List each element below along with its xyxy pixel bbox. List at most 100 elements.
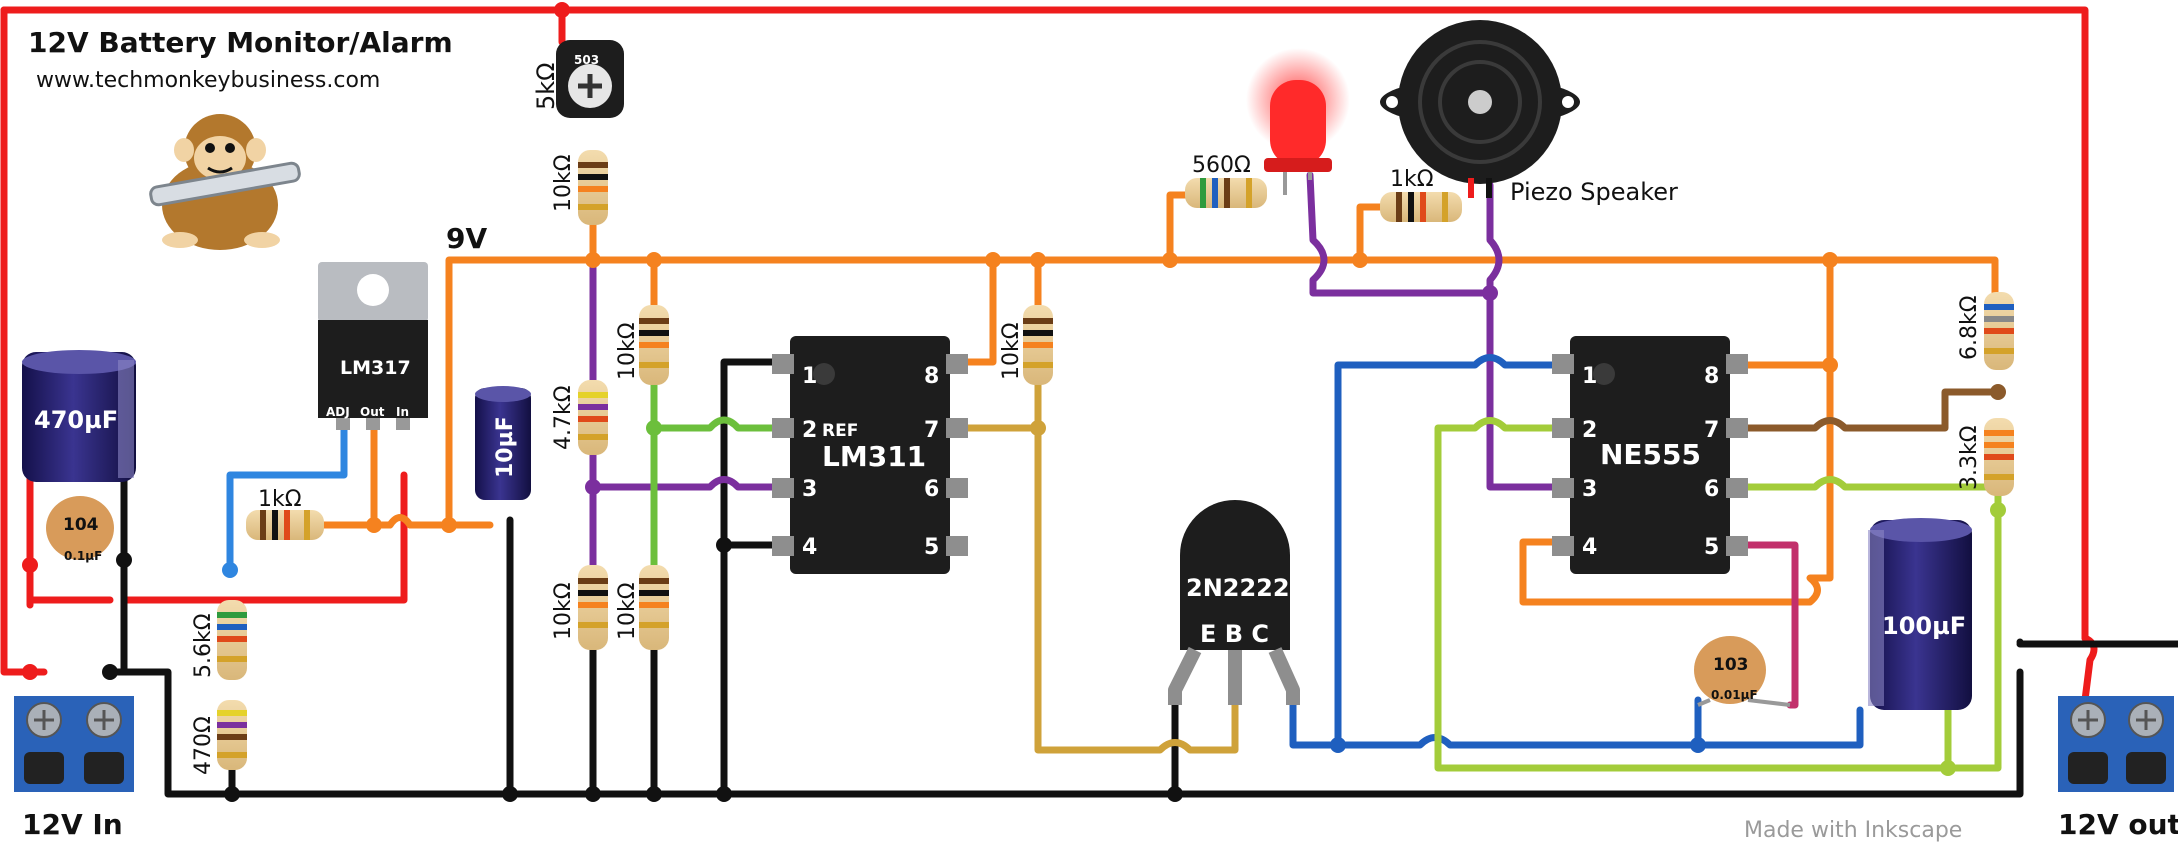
junction-dot xyxy=(646,420,662,436)
wire-ground-return xyxy=(2016,638,2178,648)
resistor-560: 560Ω xyxy=(1185,153,1267,208)
junction-dot xyxy=(1940,760,1956,776)
ne555-pin-1: 1 xyxy=(1582,364,1597,389)
junction-dot xyxy=(1330,737,1346,753)
wire-9v-piezo xyxy=(1356,203,1384,264)
junction-dot xyxy=(22,664,38,680)
resistor-470: 470Ω xyxy=(191,700,247,775)
lm311-pin-7: 7 xyxy=(924,418,939,443)
resistor-1k-reg-label: 1kΩ xyxy=(258,487,302,512)
wire-brown-pin7 xyxy=(1736,388,2002,432)
resistor-1k-piezo: 1kΩ xyxy=(1380,167,1462,222)
lm311-pin-3: 3 xyxy=(802,477,817,502)
wire-9v-led xyxy=(1166,191,1189,264)
wire-9v-reg-out xyxy=(370,421,494,529)
resistor-3-3k: 3.3kΩ xyxy=(1957,418,2014,496)
resistor-560-label: 560Ω xyxy=(1192,153,1251,178)
junction-dot xyxy=(1822,252,1838,268)
rail-label-9v: 9V xyxy=(446,222,487,255)
junction-dot xyxy=(22,557,38,573)
junction-dot xyxy=(1822,357,1838,373)
resistor-3-3k-label: 3.3kΩ xyxy=(1957,425,1982,490)
wire-magenta-pin5 xyxy=(1736,541,1799,709)
lm317-pin-out: Out xyxy=(360,405,385,419)
junction-dot xyxy=(1990,502,2006,518)
junction-dot xyxy=(441,517,457,533)
junction-dot xyxy=(585,252,601,268)
wire-purple-piezo xyxy=(1486,181,1503,297)
ne555-pin-4: 4 xyxy=(1582,535,1597,560)
lm311-label: LM311 xyxy=(822,440,926,473)
lm311-comparator: 1 2 3 4 8 7 6 5 REF LM311 xyxy=(772,336,968,574)
capacitor-10uf: 10µF xyxy=(475,386,531,500)
input-terminal-block xyxy=(14,696,134,792)
diagram-title: 12V Battery Monitor/Alarm xyxy=(28,26,453,59)
junction-dot xyxy=(102,664,118,680)
junction-dot xyxy=(224,786,240,802)
lm311-pin-4: 4 xyxy=(802,535,817,560)
junction-dot xyxy=(1482,285,1498,301)
wire-adj xyxy=(226,421,348,574)
wire-purple-pin3 xyxy=(589,476,782,491)
resistor-5-6k-label: 5.6kΩ xyxy=(191,613,216,678)
junction-dot xyxy=(646,786,662,802)
resistor-1k-piezo-label: 1kΩ xyxy=(1390,167,1434,192)
resistor-470-label: 470Ω xyxy=(191,716,216,775)
resistor-5-6k: 5.6kΩ xyxy=(191,600,247,680)
transistor-2n2222: 2N2222 E B C xyxy=(1168,500,1300,705)
resistor-4-7k: 4.7kΩ xyxy=(551,380,608,455)
resistor-6-8k: 6.8kΩ xyxy=(1957,292,2014,370)
junction-dot xyxy=(1352,252,1368,268)
wire-9v-pin8-lm311 xyxy=(940,256,997,366)
junction-dot xyxy=(502,786,518,802)
junction-dot xyxy=(1030,252,1046,268)
junction-dot xyxy=(366,517,382,533)
lm311-pin-5: 5 xyxy=(924,535,939,560)
junction-dot xyxy=(585,479,601,495)
wire-12v-top xyxy=(0,6,2089,642)
output-terminal-block xyxy=(2058,696,2174,792)
junction-dot xyxy=(646,252,662,268)
junction-dot xyxy=(1690,737,1706,753)
lm311-pin-1: 1 xyxy=(802,364,817,389)
resistor-10k-pin2: 10kΩ xyxy=(615,305,669,385)
junction-dot xyxy=(985,252,1001,268)
resistor-10k-low2: 10kΩ xyxy=(615,565,669,650)
wire-ground-lm311-1 xyxy=(720,358,782,798)
wire-12v-left xyxy=(0,6,48,676)
capacitor-103-value: 0.01µF xyxy=(1711,688,1758,702)
capacitor-103: 103 0.01µF xyxy=(1694,636,1791,707)
trimmer-potentiometer: 503 5kΩ xyxy=(532,40,624,118)
wire-purple-led xyxy=(1306,171,1572,491)
wire-12v-cap xyxy=(26,471,44,609)
wire-blue-transistor xyxy=(1289,696,1342,749)
output-terminal-label: 12V out xyxy=(2058,808,2178,841)
resistor-1k-reg: 1kΩ xyxy=(246,487,324,540)
ne555-pin-6: 6 xyxy=(1704,477,1719,502)
lm311-pin-8: 8 xyxy=(924,364,939,389)
junction-dot xyxy=(716,537,732,553)
transistor-label: 2N2222 xyxy=(1186,574,1290,602)
junction-dot xyxy=(222,562,238,578)
junction-dot xyxy=(1167,786,1183,802)
ne555-label: NE555 xyxy=(1600,438,1701,471)
ne555-pin-3: 3 xyxy=(1582,477,1597,502)
lm317-label: LM317 xyxy=(340,357,411,379)
wire-gold-pin7 xyxy=(940,424,1239,754)
lm311-pin-6: 6 xyxy=(924,477,939,502)
transistor-pins: E B C xyxy=(1200,620,1269,648)
piezo-label: Piezo Speaker xyxy=(1510,178,1678,206)
website-url: www.techmonkeybusiness.com xyxy=(36,68,380,93)
capacitor-470uf-label: 470µF xyxy=(34,406,118,434)
ne555-pin-5: 5 xyxy=(1704,535,1719,560)
capacitor-470uf: 470µF xyxy=(22,350,136,482)
trimmer-code: 503 xyxy=(574,53,599,67)
wire-9v-555-pin8 xyxy=(1736,256,1834,369)
junction-dot xyxy=(585,786,601,802)
wire-12v-out xyxy=(2081,634,2098,704)
footer-credit: Made with Inkscape xyxy=(1744,818,1962,842)
resistor-10k-low1: 10kΩ xyxy=(551,565,608,650)
wire-lime-pin6 xyxy=(1736,476,2002,514)
capacitor-100uf-label: 100µF xyxy=(1882,612,1966,640)
